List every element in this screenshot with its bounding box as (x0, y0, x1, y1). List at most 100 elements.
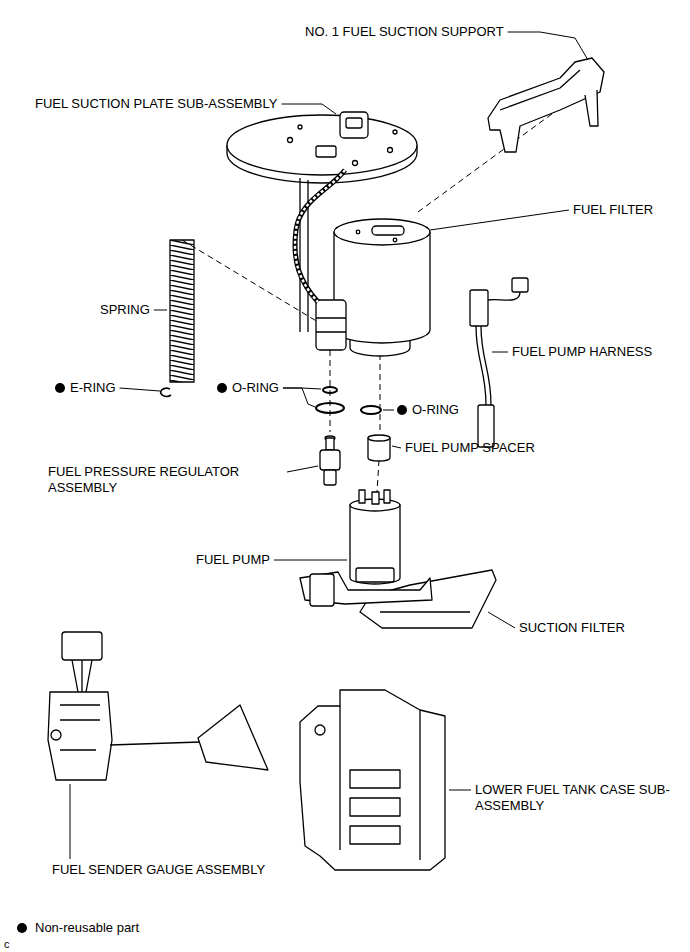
fuel-pump (384, 490, 390, 503)
pressure-regulator (326, 438, 334, 450)
leader-line (488, 612, 515, 628)
plate-wire (295, 170, 345, 302)
part-label: FUEL PUMP SPACER (405, 440, 535, 456)
sender-gauge (198, 705, 268, 770)
sender-gauge (48, 692, 112, 780)
spring (170, 240, 194, 382)
pump-spacer (368, 435, 390, 461)
leader-line (120, 388, 161, 391)
part-label: SPRING (100, 302, 150, 318)
legend-symbol (17, 923, 27, 933)
pump-harness (512, 278, 528, 292)
suction-plate (227, 115, 417, 175)
regulator-housing (316, 318, 346, 332)
non-reusable-dot (397, 405, 407, 415)
e-ring (161, 388, 171, 396)
tank-case (300, 690, 445, 870)
leader-line (283, 388, 315, 407)
part-label: NO. 1 FUEL SUCTION SUPPORT (305, 24, 504, 40)
leader-line (392, 446, 401, 448)
fuel-pump (310, 574, 334, 606)
figure-code: c (4, 936, 10, 952)
regulator-housing (316, 300, 346, 350)
suction-plate (346, 118, 362, 128)
leader-line (492, 352, 508, 353)
plate-wire (295, 170, 345, 302)
suction-support (585, 90, 598, 126)
sender-gauge (60, 705, 100, 750)
suction-plate (353, 161, 358, 166)
fuel-pump (380, 611, 470, 612)
leader-line (449, 790, 471, 791)
o-ring (323, 387, 337, 393)
suction-plate (227, 112, 417, 183)
assembly-line (377, 460, 379, 492)
o-ring (316, 403, 344, 413)
leader-line (281, 104, 336, 114)
part-label: E-RING (70, 380, 116, 396)
part-label: FUEL PUMP HARNESS (512, 344, 652, 360)
regulator-housing (316, 300, 346, 350)
leader-line (508, 32, 588, 60)
tank-case (300, 690, 445, 870)
legend-row: Non-reusable part (17, 920, 139, 936)
pump-spacer (368, 435, 390, 441)
sender-gauge (62, 632, 102, 660)
part-label: FUEL FILTER (573, 202, 653, 218)
non-reusable-dot (55, 383, 65, 393)
fuel-filter (334, 219, 430, 356)
fuel-filter (372, 226, 404, 235)
sender-gauge (72, 660, 92, 692)
leader-line (154, 310, 167, 311)
leader-line (274, 560, 347, 561)
fuel-pump (300, 490, 496, 628)
part-label: FUEL PUMP (196, 552, 270, 568)
suction-plate (288, 138, 293, 143)
assembly-line (182, 108, 560, 492)
legend-text: Non-reusable part (35, 920, 139, 936)
e-ring (161, 388, 171, 396)
o-ring (361, 406, 381, 414)
fuel-filter (334, 219, 430, 245)
pressure-regulator (320, 436, 340, 485)
pump-harness (481, 326, 491, 405)
suction-plate (298, 125, 302, 129)
fuel-pump (356, 568, 394, 582)
tank-case (350, 770, 400, 788)
suction-plate (340, 112, 368, 138)
spring (170, 240, 194, 382)
non-reusable-dot (217, 383, 227, 393)
part-label: SUCTION FILTER (519, 620, 625, 636)
fuel-filter (334, 232, 430, 343)
assembly-line (330, 350, 331, 432)
part-label: FUEL PRESSURE REGULATOR ASSEMBLY (48, 464, 283, 496)
fuel-pump (359, 490, 365, 503)
suction-plate (316, 146, 336, 157)
suction-support (500, 70, 580, 110)
suction-support (488, 58, 604, 152)
part-label: O-RING (232, 380, 279, 396)
plate-wire (295, 170, 345, 302)
part-label: FUEL SUCTION PLATE SUB-ASSEMBLY (35, 96, 277, 112)
fuel-filter (356, 230, 360, 234)
pump-harness (470, 278, 528, 447)
sender-gauge (51, 730, 61, 740)
pump-harness (488, 292, 520, 300)
leader-line (383, 410, 394, 411)
sender-gauge (48, 632, 268, 780)
suction-plate (388, 148, 393, 153)
o-ring (316, 387, 381, 414)
fuel-filter (393, 238, 397, 242)
part-label: FUEL SENDER GAUGE ASSEMBLY (52, 862, 265, 878)
tank-case (350, 798, 400, 816)
leader-line (70, 784, 71, 859)
plate-rod (300, 178, 308, 332)
pressure-regulator (324, 470, 336, 485)
fuel-pump (372, 492, 379, 504)
leader-line (430, 210, 569, 230)
tank-case (340, 706, 420, 860)
part-label: LOWER FUEL TANK CASE SUB-ASSEMBLY (475, 782, 675, 814)
assembly-line (380, 354, 381, 432)
tank-case (350, 826, 400, 844)
